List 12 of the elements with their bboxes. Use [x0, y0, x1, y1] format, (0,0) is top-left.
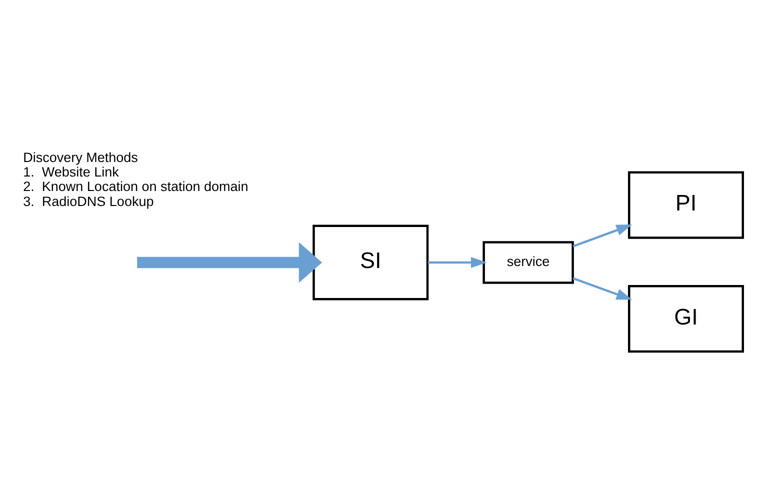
node-box: service — [482, 240, 574, 284]
arrow — [572, 224, 632, 247]
label: Discovery Methods — [23, 149, 138, 164]
label: 1. Website Link — [23, 164, 119, 179]
node-box: PI — [628, 170, 744, 238]
node-box: GI — [628, 284, 744, 352]
arrow — [137, 242, 322, 282]
arrow — [428, 256, 487, 268]
label: 3. RadioDNS Lookup — [23, 193, 154, 208]
label: 2. Known Location on station domain — [23, 178, 248, 194]
arrow — [572, 276, 632, 300]
node-box: SI — [312, 224, 429, 300]
